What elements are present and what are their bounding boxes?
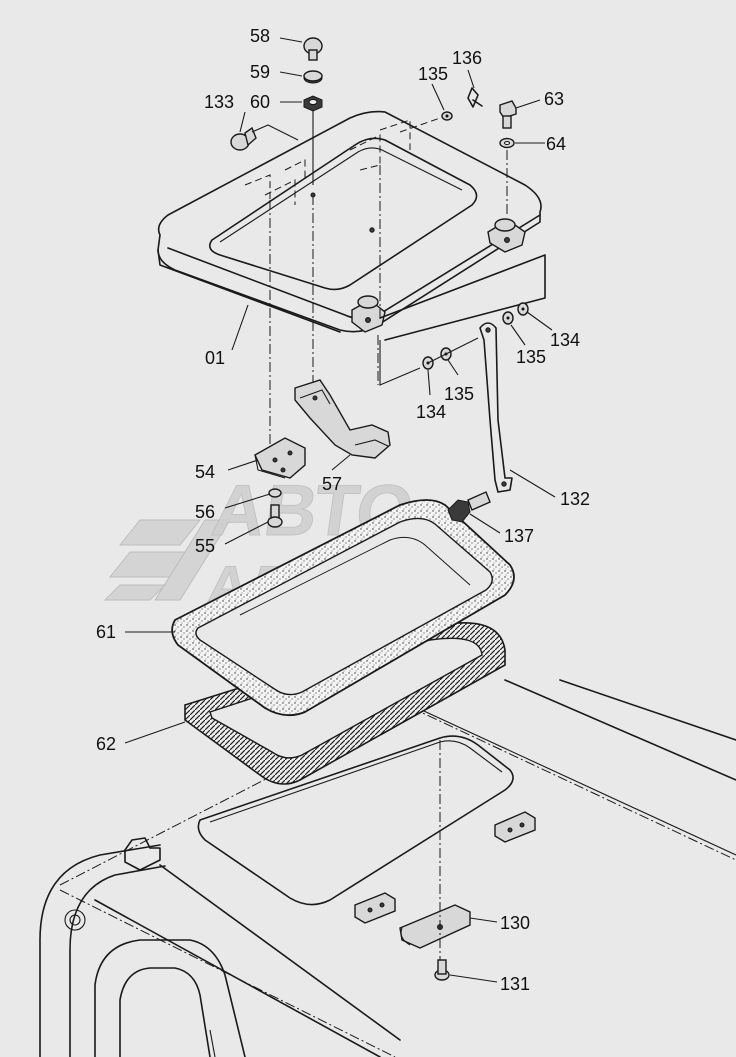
rubber-block-right [494,811,536,843]
callout-133: 133 [204,92,234,112]
part-59-washer [303,70,323,84]
callout-55: 55 [195,536,215,556]
callout-135-top: 135 [418,64,448,84]
callout-134-right: 134 [550,330,580,350]
leader-lines [124,37,556,983]
callout-57: 57 [322,474,342,494]
part-01-hatch-lid [157,110,542,333]
callout-61: 61 [96,622,116,642]
watermark-logo [103,519,231,601]
cab-roof [39,679,736,1057]
callout-131: 131 [500,974,530,994]
callout-135-right: 135 [516,347,546,367]
callout-135-left: 135 [444,384,474,404]
part-57-handle [294,379,391,459]
callout-01: 01 [205,348,225,368]
part-137-knob [447,491,491,523]
callout-59: 59 [250,62,270,82]
part-131-bolt [434,959,450,981]
part-136-clip [467,87,483,108]
part-133-plug [230,126,257,151]
part-63-bolt [499,100,517,129]
hinge-rear [487,218,526,253]
callout-labels: 58 59 60 133 135 136 63 64 01 134 135 13… [96,26,590,994]
callout-136: 136 [452,48,482,68]
part-56-washer [268,488,282,498]
part-130-bracket [399,904,471,949]
callout-60: 60 [250,92,270,112]
callout-63: 63 [544,89,564,109]
callout-137: 137 [504,526,534,546]
callout-132: 132 [560,489,590,509]
part-62-lower-seal [184,622,506,785]
callout-130: 130 [500,913,530,933]
part-61-upper-seal [171,499,515,717]
callout-134-left: 134 [416,402,446,422]
callout-64: 64 [546,134,566,154]
hinge-front [351,295,386,333]
callout-56: 56 [195,502,215,522]
callout-62: 62 [96,734,116,754]
part-134-washer-right [517,302,529,316]
part-64-washer [499,137,515,149]
part-54-latch [254,437,306,479]
callout-58: 58 [250,26,270,46]
rubber-block-left [354,892,396,924]
part-58-knob [303,37,323,61]
part-135-washer-right [502,311,514,325]
part-135-washer-top [441,111,453,121]
callout-54: 54 [195,462,215,482]
part-60-nut [303,95,323,112]
bolt-hole [64,909,86,931]
part-132-stay-rod [479,322,513,493]
